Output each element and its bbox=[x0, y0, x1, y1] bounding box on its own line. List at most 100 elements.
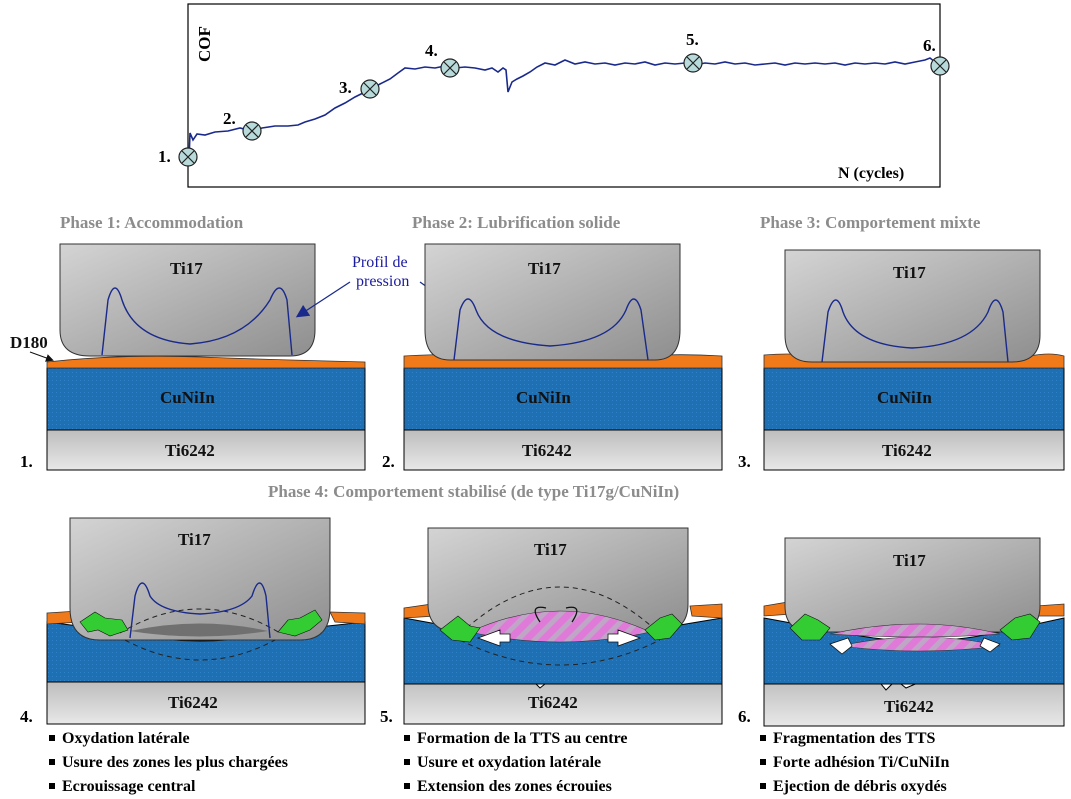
oxide-debris-right bbox=[277, 609, 323, 637]
pressure-profile bbox=[821, 299, 1009, 363]
panel-4-number: 4. bbox=[20, 707, 33, 726]
ti17-label: Ti17 bbox=[893, 551, 926, 570]
phase-1-title: Phase 1: Accommodation bbox=[60, 213, 244, 232]
ti17-block bbox=[69, 517, 331, 641]
panel-5-number: 5. bbox=[380, 707, 393, 726]
coating-layer bbox=[763, 367, 1065, 431]
marker-5: 5. bbox=[683, 30, 703, 73]
coating-label: CuNiIn bbox=[516, 388, 571, 407]
marker-2: 2. bbox=[223, 109, 262, 141]
d180-arrow bbox=[29, 351, 54, 362]
phase-4-title: Phase 4: Comportement stabilisé (de type… bbox=[268, 482, 679, 501]
hardened-zone bbox=[130, 623, 268, 637]
marker-6-label: 6. bbox=[923, 36, 936, 55]
pressure-profile bbox=[101, 287, 293, 356]
dashed-zone bbox=[119, 608, 281, 634]
substrate-label: Ti6242 bbox=[522, 441, 572, 460]
arrow-right bbox=[607, 629, 642, 647]
phase-2-title: Phase 2: Lubrification solide bbox=[412, 213, 621, 232]
oxide-debris-left bbox=[439, 615, 481, 643]
dashed-zone-lower bbox=[124, 639, 276, 661]
substrate-layer bbox=[46, 681, 366, 725]
coating-label: CuNiIn bbox=[160, 388, 215, 407]
substrate-label: Ti6242 bbox=[528, 693, 578, 712]
substrate-label: Ti6242 bbox=[884, 697, 934, 716]
ti17-block bbox=[59, 243, 316, 357]
arrow-left bbox=[476, 629, 511, 647]
ti17-block bbox=[424, 243, 681, 361]
bullet-item: Ejection de débris oxydés bbox=[773, 778, 947, 795]
ti17-label: Ti17 bbox=[893, 263, 926, 282]
annotation-line2: pression bbox=[356, 273, 409, 290]
panel-4: Ti17 Ti6242 4. bbox=[20, 517, 366, 726]
bullet-item: Usure et oxydation latérale bbox=[417, 754, 601, 771]
marker-1-label: 1. bbox=[158, 147, 171, 166]
coating-layer bbox=[46, 367, 366, 431]
ti17-label: Ti17 bbox=[534, 540, 567, 559]
substrate-layer bbox=[46, 429, 366, 471]
substrate-label: Ti6242 bbox=[882, 441, 932, 460]
marker-2-label: 2. bbox=[223, 109, 236, 128]
panel-2: Ti17 CuNiIn Ti6242 2. bbox=[382, 243, 723, 471]
bullets-panel-6: Fragmentation des TTS Forte adhésion Ti/… bbox=[760, 730, 949, 795]
panel-3-number: 3. bbox=[738, 452, 751, 471]
oxide-debris-left bbox=[789, 613, 831, 641]
d180-layer bbox=[46, 355, 366, 369]
substrate-layer bbox=[763, 429, 1065, 471]
pressure-profile bbox=[453, 298, 649, 361]
marker-5-label: 5. bbox=[686, 30, 699, 49]
ejected-debris-right bbox=[979, 637, 1001, 653]
panel-3: Ti17 CuNiIn Ti6242 3. bbox=[738, 249, 1065, 471]
substrate-label: Ti6242 bbox=[165, 441, 215, 460]
dashed-zone bbox=[459, 586, 661, 635]
bullet-item: Usure des zones les plus chargées bbox=[62, 754, 288, 771]
marker-6: 6. bbox=[923, 36, 950, 76]
bullet-item: Oxydation latérale bbox=[62, 730, 190, 747]
substrate-layer bbox=[403, 429, 723, 471]
ti17-label: Ti17 bbox=[178, 530, 211, 549]
bullet-item: Forte adhésion Ti/CuNiIn bbox=[773, 754, 949, 771]
marker-3: 3. bbox=[339, 78, 380, 99]
bullet-item: Formation de la TTS au centre bbox=[417, 730, 628, 747]
coating-label: CuNiIn bbox=[877, 388, 932, 407]
flow-swirl-left bbox=[534, 606, 547, 623]
dashed-zone-lower bbox=[459, 639, 661, 666]
panel-1: Ti17 CuNiIn Ti6242 1. D180 bbox=[10, 243, 366, 471]
ti17-label: Ti17 bbox=[528, 259, 561, 278]
annotation-arrow-left bbox=[295, 281, 351, 318]
panel-1-number: 1. bbox=[20, 452, 33, 471]
marker-4-label: 4. bbox=[425, 41, 438, 60]
annotation-line1: Profil de bbox=[352, 254, 408, 271]
substrate-label: Ti6242 bbox=[168, 693, 218, 712]
panel-5: Ti17 Ti6242 5. bbox=[380, 527, 723, 726]
panel-6: Ti17 Ti6242 6. bbox=[738, 537, 1065, 727]
bullets-panel-4: Oxydation latérale Usure des zones les p… bbox=[49, 730, 288, 795]
ti17-block bbox=[784, 249, 1041, 363]
bullet-item: Fragmentation des TTS bbox=[773, 730, 935, 747]
ejected-debris-left bbox=[829, 637, 853, 655]
coating-layer bbox=[403, 367, 723, 431]
pressure-profile bbox=[129, 582, 271, 639]
panel-6-number: 6. bbox=[738, 707, 751, 726]
oxide-debris-right bbox=[644, 613, 683, 641]
oxide-debris-left bbox=[79, 611, 129, 637]
y-axis-label: COF bbox=[195, 26, 214, 62]
d180-label: D180 bbox=[10, 333, 48, 352]
oxide-debris-right bbox=[999, 613, 1041, 641]
panel-2-number: 2. bbox=[382, 452, 395, 471]
phase-3-title: Phase 3: Comportement mixte bbox=[760, 213, 981, 232]
x-axis-label: N (cycles) bbox=[838, 165, 904, 182]
bullets-panel-5: Formation de la TTS au centre Usure et o… bbox=[404, 730, 628, 795]
tts-fragment-bottom bbox=[839, 636, 1001, 652]
marker-4: 4. bbox=[425, 41, 460, 78]
bullet-item: Ecrouissage central bbox=[62, 778, 196, 795]
bullet-item: Extension des zones écrouies bbox=[417, 778, 612, 795]
ti17-label: Ti17 bbox=[170, 259, 203, 278]
marker-3-label: 3. bbox=[339, 78, 352, 97]
graph-frame bbox=[187, 3, 941, 188]
tts-fragment-top bbox=[829, 623, 1001, 638]
cof-graph: COF N (cycles) 1. 2. 3. 4. 5. bbox=[158, 3, 950, 188]
marker-1: 1. bbox=[158, 147, 198, 167]
cof-curve bbox=[188, 57, 936, 161]
